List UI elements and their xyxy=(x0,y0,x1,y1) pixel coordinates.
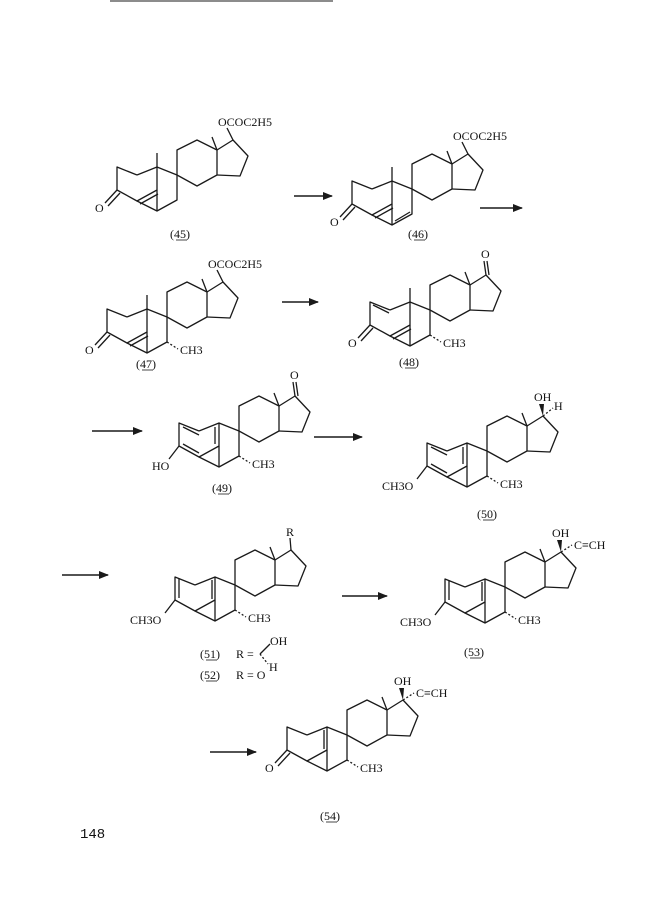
compound-label-53: (53) xyxy=(464,645,484,659)
compound-label-47: (47) xyxy=(136,357,156,371)
substituent-hydroxy: OH xyxy=(394,674,412,688)
substituent-methyl: CH3 xyxy=(360,761,383,775)
structure-49: O HO CH3 xyxy=(152,368,311,473)
substituent-methoxy: CH3O xyxy=(400,615,432,629)
substituent-hydroxy: OH xyxy=(534,390,552,404)
compound-label-50: (50) xyxy=(477,507,497,521)
substituent-methyl: CH3 xyxy=(180,343,203,357)
substituent-methoxy: CH3O xyxy=(130,613,162,627)
r-bond-oh xyxy=(259,643,271,655)
substituent-ester: OCOC2H5 xyxy=(218,115,272,129)
substituent-ester: OCOC2H5 xyxy=(208,257,262,271)
substituent-methyl: CH3 xyxy=(252,457,275,471)
compound-label-51: (51) xyxy=(200,647,220,661)
substituent-methyl: CH3 xyxy=(500,477,523,491)
compound-label-45: (45) xyxy=(170,227,190,241)
substituent-keto: O xyxy=(330,215,339,229)
substituent-methyl: CH3 xyxy=(518,613,541,627)
compound-label-54: (54) xyxy=(320,809,340,823)
substituent-methoxy: CH3O xyxy=(382,479,414,493)
substituent-ester: OCOC2H5 xyxy=(453,129,507,143)
substituent-keto: O xyxy=(85,343,94,357)
substituent-methyl: CH3 xyxy=(248,611,271,625)
r-bond-h xyxy=(259,653,269,665)
substituent-17-keto: O xyxy=(290,368,299,382)
substituent-keto: O xyxy=(95,201,104,215)
substituent-hydrogen: H xyxy=(554,399,563,413)
compound-label-46: (46) xyxy=(408,227,428,241)
r-group-oh: OH xyxy=(270,634,288,648)
page-number: 148 xyxy=(80,827,105,843)
structure-47: OCOC2H5 O CH3 xyxy=(85,257,262,357)
r-group-h: H xyxy=(269,660,278,674)
structure-48: O O CH3 xyxy=(348,247,502,350)
r-definition-51: R = xyxy=(236,647,254,661)
substituent-hydroxy: OH xyxy=(552,526,570,540)
substituent-methyl: CH3 xyxy=(443,336,466,350)
compound-label-49: (49) xyxy=(212,481,232,495)
r-definition-52: R = O xyxy=(236,668,266,682)
substituent-ethynyl: C≡CH xyxy=(416,686,448,700)
structure-51-52: R CH3O CH3 xyxy=(130,525,307,627)
structure-53: OH C≡CH CH3O CH3 xyxy=(400,526,606,629)
substituent-3-keto: O xyxy=(348,336,357,350)
substituent-17-keto: O xyxy=(481,247,490,261)
compound-label-52: (52) xyxy=(200,668,220,682)
structure-54: OH C≡CH O CH3 xyxy=(265,674,448,775)
structure-46: OCOC2H5 O xyxy=(330,129,507,229)
compound-label-48: (48) xyxy=(399,355,419,369)
structure-50: OH H CH3O CH3 xyxy=(382,390,563,493)
substituent-ethynyl: C≡CH xyxy=(574,538,606,552)
substituent-r: R xyxy=(286,525,294,539)
substituent-hydroxy: HO xyxy=(152,459,170,473)
structure-45: OCOC2H5 O xyxy=(95,115,272,215)
substituent-keto: O xyxy=(265,761,274,775)
